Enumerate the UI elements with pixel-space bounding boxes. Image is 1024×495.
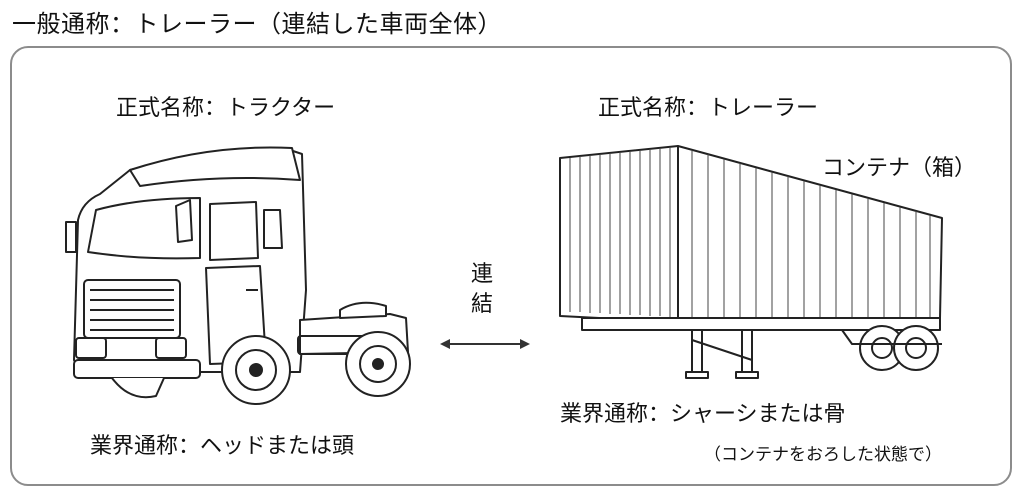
diagram-frame [10,46,1012,486]
trailer-official-name: 正式名称：トレーラー [598,96,819,121]
tractor-official-name: 正式名称：トラクター [116,96,336,121]
connection-arrow-icon [440,339,530,349]
container-trailer-illustration [559,145,943,379]
connection-label: 連結 [470,262,493,317]
diagram-heading: 一般通称：トレーラー（連結した車両全体） [12,10,502,38]
chassis-industry-name: 業界通称：シャーシまたは骨 [560,402,846,427]
tractor-truck-illustration [65,146,411,405]
chassis-note: （コンテナをおろした状態で） [704,445,942,465]
container-label: コンテナ（箱） [822,156,977,181]
tractor-industry-name: 業界通称：ヘッドまたは頭 [90,434,355,459]
